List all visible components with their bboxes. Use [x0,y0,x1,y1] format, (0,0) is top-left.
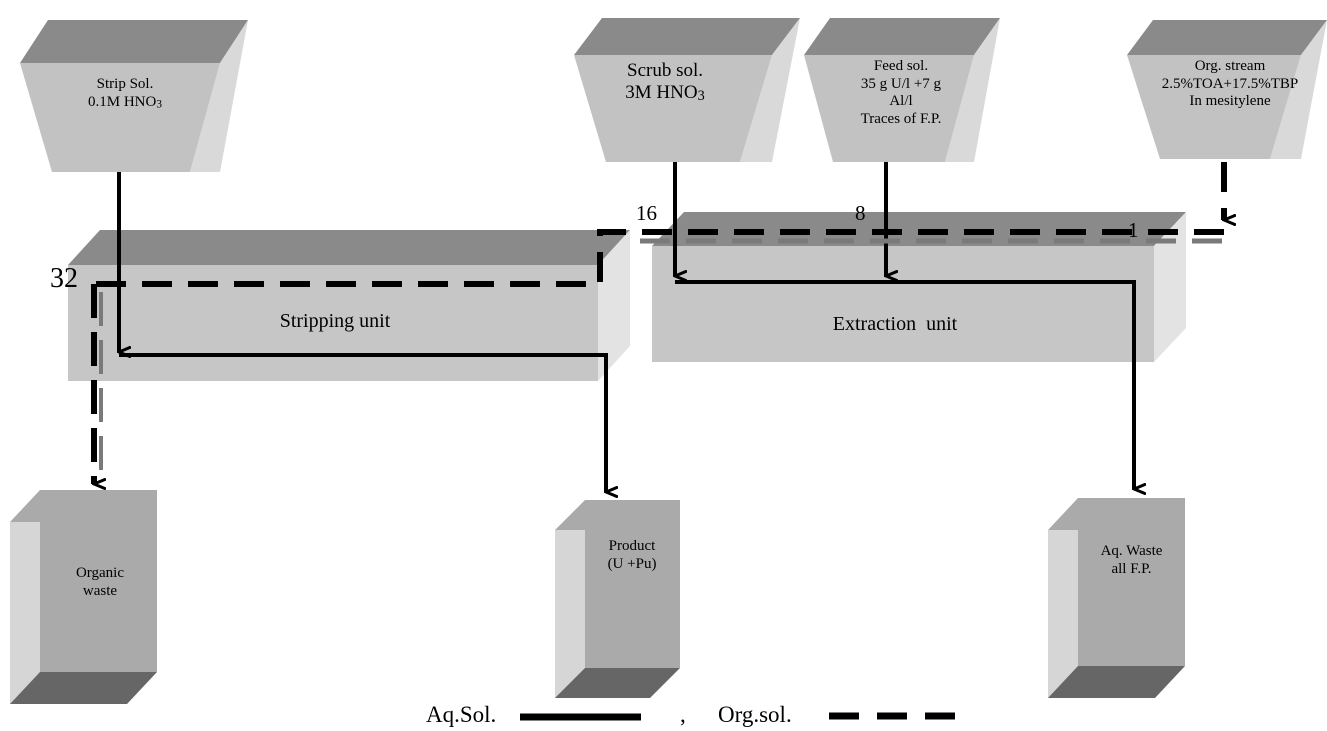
org-extraction-to-stripping-line [90,229,1224,287]
extraction-unit-label: Extraction unit [832,313,958,335]
stripping-unit-box [68,230,630,381]
org-stream-line2: 2.5%TOA+17.5%TBP [1161,75,1299,92]
product-container [555,500,680,698]
aqueous-flow-lines [117,162,1134,492]
product-label: Product (U +Pu) [586,538,678,573]
organic-waste-label: Organic waste [45,565,155,600]
legend-separator: , [680,702,686,727]
organic-waste-line2: waste [82,582,118,599]
strip-sol-label: Strip Sol. 0.1M HNO3 [55,76,195,112]
organic-flow-lines [90,162,1224,484]
stage-number-8: 8 [855,201,866,225]
org-stream-line3: In mesitylene [1189,93,1271,110]
feed-sol-label: Feed sol. 35 g U/l +7 g Al/l Traces of F… [828,58,974,129]
scrub-sol-line2: 3M HNO3 [625,82,705,105]
scrub-sol-line1: Scrub sol. [627,60,703,81]
aq-waste-line2: all F.P. [1111,560,1152,577]
aqueous-waste-container [1048,498,1185,698]
feed-sol-line4: Traces of F.P. [860,111,942,128]
aq-waste-line1: Aq. Waste [1100,543,1163,559]
scrub-solution-hopper [574,18,800,162]
legend-org-label: Org.sol. [718,702,792,727]
stage-number-16: 16 [636,201,657,225]
feed-sol-line2: 35 g U/l +7 g [860,75,942,92]
organic-waste-container [10,490,157,704]
extraction-unit-box [652,212,1186,362]
stripping-to-product-line [119,353,606,492]
legend-aq-label: Aq.Sol. [426,702,497,727]
product-line1: Product [608,538,656,554]
org-stream-label: Org. stream 2.5%TOA+17.5%TBP In mesityle… [1140,58,1320,111]
strip-sol-line2: 0.1M HNO3 [88,93,162,111]
strip-sol-line1: Strip Sol. [96,76,154,92]
product-line2: (U +Pu) [607,555,657,572]
stage-number-1: 1 [1128,218,1139,242]
organic-waste-line1: Organic [75,565,125,581]
feed-sol-line1: Feed sol. [873,58,929,74]
organic-stream-hopper [1127,20,1327,159]
strip-solution-hopper [20,20,248,172]
scrub-sol-label: Scrub sol. 3M HNO3 [590,60,740,105]
feed-sol-line3: Al/l [889,93,913,110]
stripping-unit-label: Stripping unit [279,310,391,332]
org-stream-line1: Org. stream [1194,58,1266,74]
stage-number-32: 32 [50,263,78,294]
extraction-to-aq-waste-line [675,280,1134,489]
aq-waste-label: Aq. Waste all F.P. [1078,543,1185,578]
feed-solution-hopper [804,18,1000,162]
